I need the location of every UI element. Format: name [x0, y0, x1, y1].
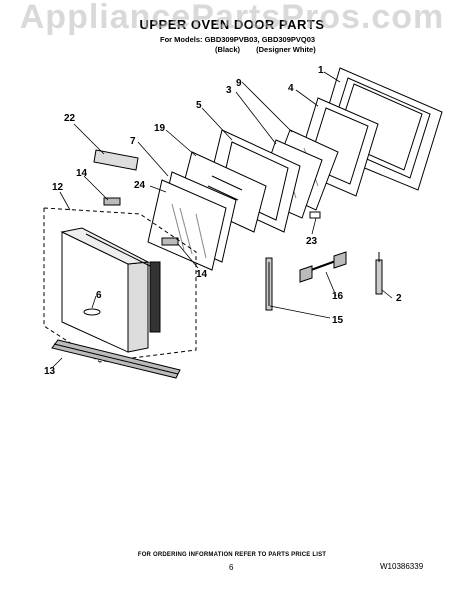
callout-5: 5: [196, 100, 202, 111]
callout-23: 23: [306, 236, 318, 247]
part-hinge-pin[interactable]: [375, 252, 383, 295]
callout-13: 13: [44, 366, 56, 377]
callout-14-lower: 14: [196, 269, 208, 280]
part-hinge-rail[interactable]: [265, 257, 273, 311]
part-bracket-lower[interactable]: [161, 237, 179, 246]
callout-15: 15: [332, 315, 344, 326]
part-bracket-upper[interactable]: [103, 197, 121, 206]
part-door-assembly[interactable]: [43, 207, 197, 363]
variant-white: (Designer White): [256, 45, 316, 54]
part-clip[interactable]: [309, 211, 321, 219]
callout-9: 9: [236, 78, 242, 89]
callout-14-upper: 14: [76, 168, 88, 179]
part-inner-panel[interactable]: [60, 227, 161, 353]
part-door-handle[interactable]: [51, 339, 181, 379]
part-vent-strip[interactable]: [93, 149, 139, 171]
callout-22: 22: [64, 113, 76, 124]
callout-7: 7: [130, 136, 136, 147]
callout-4: 4: [288, 83, 294, 94]
page-title: UPPER OVEN DOOR PARTS: [139, 17, 325, 32]
callout-1: 1: [318, 65, 324, 76]
part-glass-24[interactable]: [147, 179, 227, 271]
variant-black: (Black): [215, 45, 241, 54]
callout-19: 19: [154, 123, 166, 134]
part-badge[interactable]: [83, 308, 101, 316]
callout-24: 24: [134, 180, 146, 191]
callout-12: 12: [52, 182, 64, 193]
callout-16: 16: [332, 291, 344, 302]
models-line: For Models: GBD309PVB03, GBD309PVQ03: [160, 35, 316, 44]
callout-2: 2: [396, 293, 402, 304]
document-number: W10386339: [380, 562, 424, 571]
ordering-note: FOR ORDERING INFORMATION REFER TO PARTS …: [137, 552, 327, 558]
callout-6: 6: [96, 290, 102, 301]
part-hinge[interactable]: [299, 251, 347, 283]
page-number: 6: [229, 563, 234, 572]
variant-labels: (Black) (Designer White): [215, 45, 330, 54]
callout-3: 3: [226, 85, 232, 96]
